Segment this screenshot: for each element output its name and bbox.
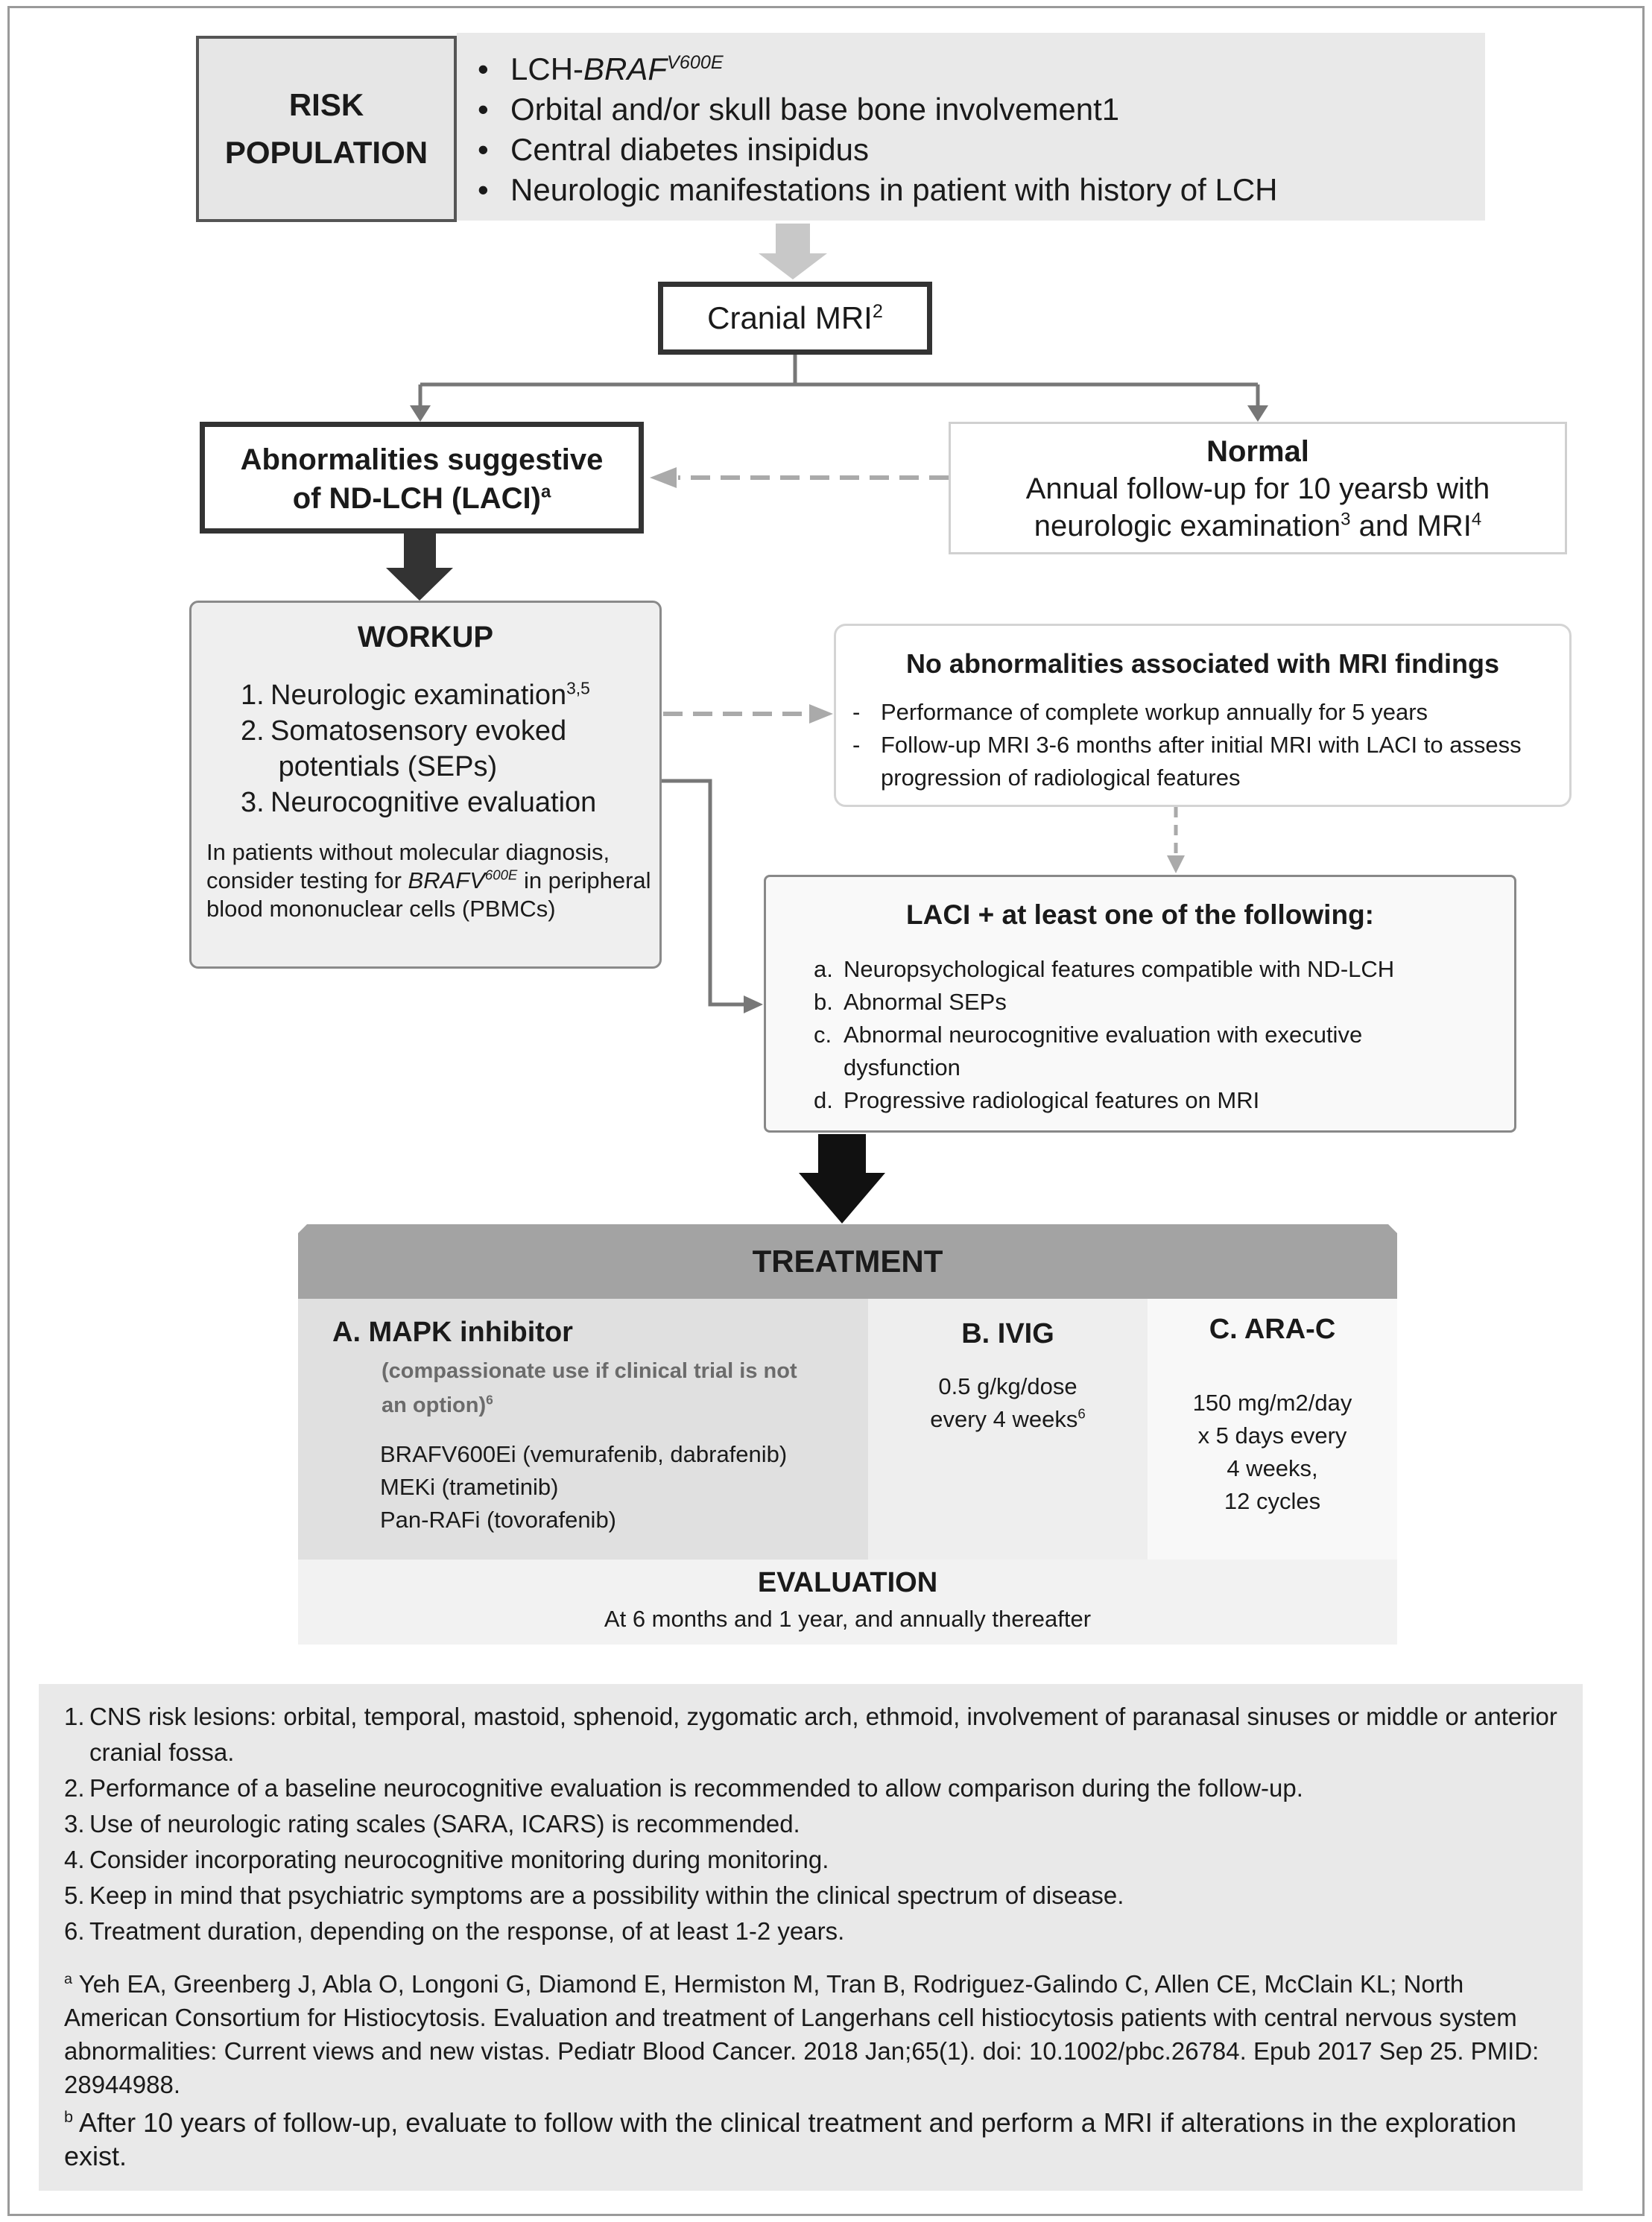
no-abnormalities-list: -Performance of complete workup annually…	[852, 696, 1569, 794]
workup-box: WORKUP 1.Neurologic examination3,5 2.Som…	[189, 601, 662, 969]
footnote-item: 4.Consider incorporating neurocognitive …	[64, 1846, 829, 1873]
option-c-dose: 150 mg/m2/day x 5 days every 4 weeks, 12…	[1192, 1390, 1352, 1514]
arrow-laci-to-treatment	[799, 1134, 885, 1224]
risk-item: •Central diabetes insipidus	[478, 132, 869, 167]
evaluation-title: EVALUATION	[757, 1567, 938, 1598]
workup-item: 1.Neurologic examination3,5	[241, 678, 590, 711]
laci-title: LACI + at least one of the following:	[906, 899, 1374, 930]
footnote-item: 3.Use of neurologic rating scales (SARA,…	[64, 1810, 800, 1838]
laci-box: LACI + at least one of the following: a.…	[764, 875, 1516, 1133]
reference-b: b After 10 years of follow-up, evaluate …	[64, 2107, 1516, 2171]
footnote-item: 1.CNS risk lesions: orbital, temporal, m…	[64, 1703, 1557, 1766]
arrowhead-workup-to-noabn	[809, 704, 833, 724]
footnote-item: 6.Treatment duration, depending on the r…	[64, 1917, 845, 1945]
workup-item: 3.Neurocognitive evaluation	[241, 787, 597, 818]
arrowhead-noabn-to-laci	[1167, 855, 1185, 873]
treatment-option-a: A. MAPK inhibitor (compassionate use if …	[298, 1299, 868, 1560]
workup-list: 1.Neurologic examination3,5 2.Somatosens…	[241, 677, 596, 820]
option-a-title: A. MAPK inhibitor	[332, 1317, 573, 1348]
no-abnormalities-box: No abnormalities associated with MRI fin…	[834, 624, 1572, 807]
risk-item: •Orbital and/or skull base bone involvem…	[478, 92, 1120, 127]
option-b-dose: 0.5 g/kg/dose every 4 weeks6	[930, 1373, 1086, 1432]
workup-item: 2.Somatosensory evoked potentials (SEPs)	[241, 715, 567, 782]
list-item: a.Neuropsychological features compatible…	[814, 956, 1395, 982]
list-item: c.Abnormal neurocognitive evaluation wit…	[814, 1022, 1363, 1080]
list-item: -Follow-up MRI 3-6 months after initial …	[852, 732, 1522, 791]
option-c-title: C. ARA-C	[1209, 1314, 1336, 1345]
footnotes: 1.CNS risk lesions: orbital, temporal, m…	[39, 1684, 1583, 2191]
arrowhead-left-branch	[410, 405, 431, 422]
option-a-note: (compassionate use if clinical trial is …	[382, 1359, 797, 1417]
arrowhead-right-branch	[1247, 405, 1268, 422]
workup-note: In patients without molecular diagnosis,…	[206, 839, 651, 922]
treatment-option-c: C. ARA-C 150 mg/m2/day x 5 days every 4 …	[1148, 1299, 1397, 1560]
arrow-workup-to-laci	[662, 779, 745, 1007]
arrow-abnormal-to-workup	[386, 534, 453, 601]
treatment-header: TREATMENT	[298, 1224, 1397, 1299]
risk-item: •Neurologic manifestations in patient wi…	[478, 172, 1278, 207]
evaluation-text: At 6 months and 1 year, and annually the…	[604, 1606, 1092, 1632]
normal-box: Normal Annual follow-up for 10 yearsb wi…	[949, 422, 1567, 554]
option-a-drugs: BRAFV600Ei (vemurafenib, dabrafenib) MEK…	[380, 1441, 788, 1533]
list-item: -Performance of complete workup annually…	[852, 699, 1428, 725]
no-abnormalities-title: No abnormalities associated with MRI fin…	[905, 648, 1500, 679]
reference-a: a Yeh EA, Greenberg J, Abla O, Longoni G…	[64, 1970, 1539, 2098]
list-item: b.Abnormal SEPs	[814, 989, 1007, 1015]
footnote-list: 1.CNS risk lesions: orbital, temporal, m…	[64, 1699, 1560, 1949]
risk-population-list: •LCH-BRAFV600E •Orbital and/or skull bas…	[457, 33, 1485, 221]
cranial-mri-box: Cranial MRI2	[658, 282, 932, 355]
workup-title: WORKUP	[357, 621, 494, 653]
footnote-item: 2.Performance of a baseline neurocogniti…	[64, 1774, 1303, 1802]
arrowhead-workup-to-laci	[744, 996, 763, 1013]
footnote-item: 5.Keep in mind that psychiatric symptoms…	[64, 1881, 1124, 1909]
risk-item: •LCH-BRAFV600E	[478, 51, 724, 86]
abnormalities-box: Abnormalities suggestive of ND-LCH (LACI…	[200, 422, 644, 534]
option-b-title: B. IVIG	[961, 1318, 1054, 1349]
arrowhead-normal-to-abnormal	[650, 467, 677, 488]
treatment-option-b: B. IVIG 0.5 g/kg/dose every 4 weeks6	[868, 1299, 1148, 1560]
normal-title: Normal	[1206, 435, 1309, 468]
list-item: d.Progressive radiological features on M…	[814, 1087, 1260, 1113]
arrow-risk-to-mri	[759, 224, 827, 279]
evaluation-box: EVALUATION At 6 months and 1 year, and a…	[298, 1560, 1397, 1645]
laci-list: a.Neuropsychological features compatible…	[814, 953, 1432, 1117]
figure-frame	[7, 6, 1645, 2216]
arrow-mri-split	[418, 355, 1260, 408]
